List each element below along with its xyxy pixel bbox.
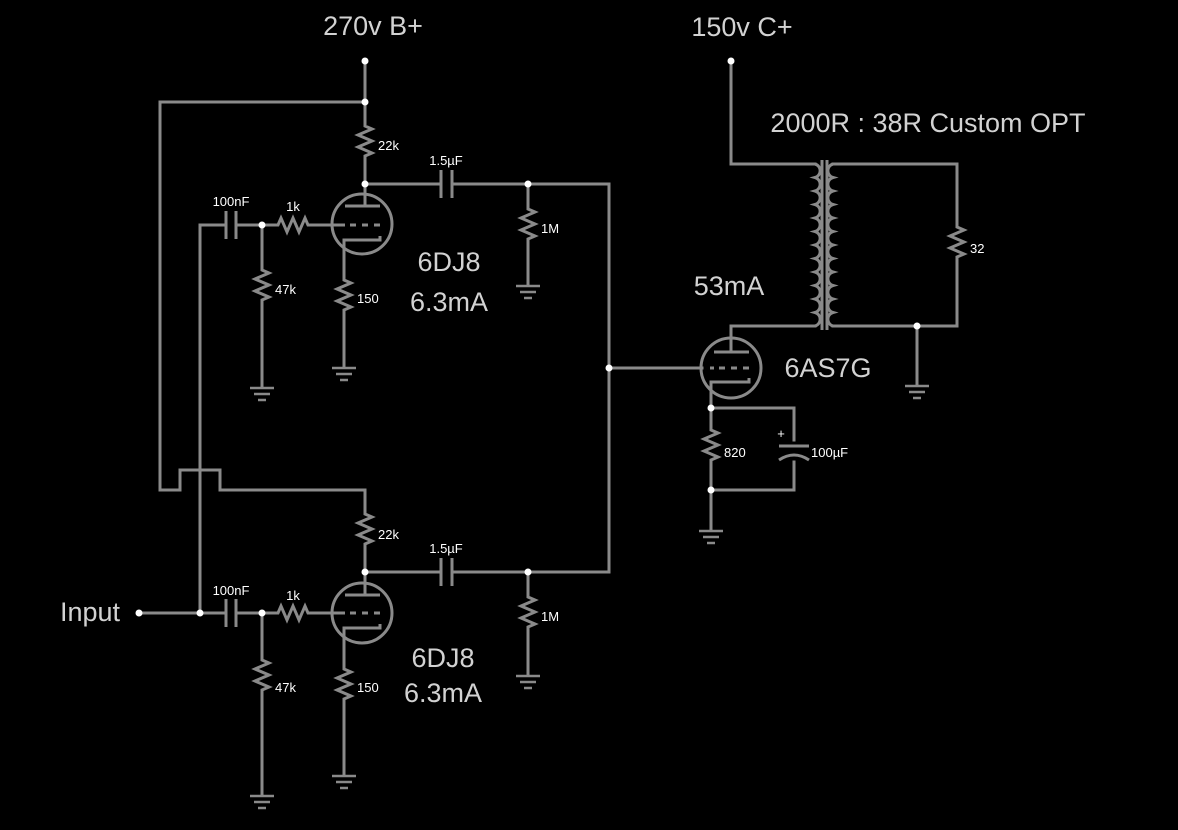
stage1-grid-resistor-label: 47k: [275, 282, 296, 297]
tube-6dj8-stage1: [330, 190, 394, 256]
tube-6dj8-stage2: [330, 579, 394, 645]
capacitor-100nf-stage2: [224, 599, 238, 627]
resistor-150-stage2: [333, 664, 355, 708]
resistor-1m-stage2: [517, 592, 539, 634]
resistors: [251, 120, 968, 708]
capacitor-100nf-stage1: [224, 211, 238, 239]
resistor-22k-stage1: [354, 120, 376, 158]
tube-6as7g-output: [699, 336, 763, 400]
labels: 270v B+ 150v C+ 2000R : 38R Custom OPT 3…: [60, 11, 1086, 708]
stage2-anode-resistor-label: 22k: [378, 527, 399, 542]
junctions: [135, 57, 921, 617]
resistor-150-stage1: [333, 275, 355, 320]
ground-icon: [516, 674, 540, 690]
stage2-grid-stopper-label: 1k: [286, 588, 300, 603]
stage1-input-cap-label: 100nF: [213, 194, 250, 209]
load-resistor-label: 32: [970, 241, 984, 256]
resistor-1m-stage1: [517, 205, 539, 246]
output-tube-label: 6AS7G: [784, 353, 871, 383]
capacitors: [224, 170, 810, 627]
capacitor-1-5uf-stage2: [439, 558, 454, 586]
output-transformer: [809, 160, 839, 330]
stage1-grid-stopper-label: 1k: [286, 199, 300, 214]
stage1-cathode-resistor-label: 150: [357, 291, 379, 306]
stage1-coupling-cap-label: 1.5µF: [429, 153, 463, 168]
stage2-coupling-cap-label: 1.5µF: [429, 541, 463, 556]
output-current-label: 53mA: [694, 271, 765, 301]
stage2-grid-leak-label: 1M: [541, 609, 559, 624]
stage2-grid-resistor-label: 47k: [275, 680, 296, 695]
grounds: [250, 284, 929, 810]
stage1-anode-resistor-label: 22k: [378, 138, 399, 153]
cap-polarity-label: +: [777, 426, 785, 441]
resistor-820: [700, 425, 722, 470]
resistor-32-load: [946, 222, 968, 268]
input-label: Input: [60, 597, 121, 627]
ground-icon: [250, 794, 274, 810]
resistor-47k-stage1: [251, 265, 273, 310]
b-plus-label: 270v B+: [323, 11, 423, 41]
stage1-grid-leak-label: 1M: [541, 221, 559, 236]
stage1-tube-label: 6DJ8: [417, 247, 480, 277]
stage2-current-label: 6.3mA: [404, 678, 482, 708]
resistor-1k-stage1: [274, 214, 314, 236]
wires: [137, 59, 959, 797]
resistor-1k-stage2: [274, 602, 314, 624]
ground-icon: [332, 774, 356, 790]
capacitor-100uf-electrolytic: [778, 444, 810, 462]
resistor-22k-stage2: [354, 508, 376, 550]
ground-icon: [699, 529, 723, 545]
stage2-tube-label: 6DJ8: [411, 643, 474, 673]
capacitor-1-5uf-stage1: [439, 170, 454, 198]
stage1-current-label: 6.3mA: [410, 287, 488, 317]
ground-icon: [905, 384, 929, 400]
stage2-input-cap-label: 100nF: [213, 583, 250, 598]
stage2-cathode-resistor-label: 150: [357, 680, 379, 695]
transformer-label: 2000R : 38R Custom OPT: [770, 108, 1085, 138]
ground-icon: [250, 386, 274, 402]
output-cathode-resistor-label: 820: [724, 445, 746, 460]
ground-icon: [516, 284, 540, 300]
c-plus-label: 150v C+: [691, 12, 792, 42]
output-bypass-cap-label: 100µF: [811, 445, 848, 460]
ground-icon: [332, 366, 356, 382]
resistor-47k-stage2: [251, 655, 273, 700]
